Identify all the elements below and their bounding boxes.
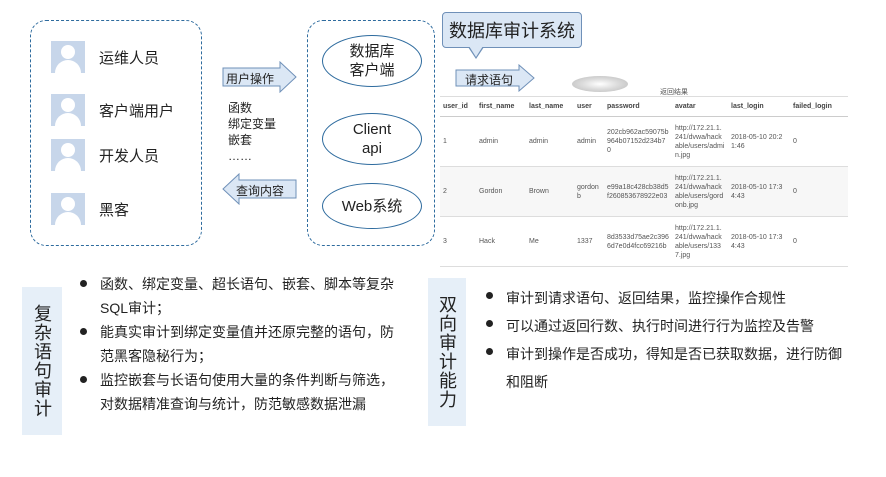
request-statement-label: 请求语句 [465,73,514,87]
bullet-item: 函数、绑定变量、超长语句、嵌套、脚本等复杂SQL审计； [78,272,396,320]
column-header: last_login [728,96,790,117]
user-label: 黑客 [99,201,130,219]
user-client: 客户端用户 [51,94,174,126]
client-box: 数据库 客户端 Client api Web系统 [307,20,435,246]
column-header: last_name [526,96,574,117]
bullet-item: 审计到操作是否成功，得知是否已获取数据，进行防御和阻断 [484,340,844,396]
table-cell: 0 [790,166,848,217]
complex-sql-audit-list: 函数、绑定变量、超长语句、嵌套、脚本等复杂SQL审计； 能真实审计到绑定变量值并… [78,272,396,416]
table-cell: Brown [526,166,574,217]
table-cell: 0 [790,116,848,167]
table-cell: 3 [440,216,476,267]
user-label: 运维人员 [99,49,160,67]
sql-feature-item: 函数 [228,101,253,115]
bullet-item: 能真实审计到绑定变量值并还原完整的语句，防范黑客隐秘行为； [78,320,396,368]
bidirectional-audit-list: 审计到请求语句、返回结果，监控操作合规性 可以通过返回行数、执行时间进行行为监控… [484,284,844,396]
bullet-item: 审计到请求语句、返回结果，监控操作合规性 [484,284,844,312]
sql-feature-list: 函数 绑定变量 嵌套 …… [228,100,276,164]
column-header: failed_login [790,96,848,117]
user-avatar-icon [51,193,85,225]
database-disc-icon [572,76,628,92]
bullet-item: 监控嵌套与长语句使用大量的条件判断与筛选，对数据精准查询与统计，防范敏感数据泄漏 [78,368,396,416]
column-header: first_name [476,96,526,117]
column-header: user_id [440,96,476,117]
table-row: 2 Gordon Brown gordonb e99a18c428cb38d5f… [440,166,848,217]
table-cell: 1 [440,116,476,167]
user-dev: 开发人员 [51,139,159,171]
table-row: 1 admin admin admin 202cb962ac59075b964b… [440,116,848,167]
audit-system-title: 数据库审计系统 [442,12,582,48]
table-cell: admin [476,116,526,167]
column-header: avatar [672,96,728,117]
client-api-node: Client api [322,113,422,165]
column-header: user [574,96,604,117]
table-cell: 8d3533d75ae2c3966d7e0d4fcc69216b [604,216,672,267]
table-cell: 2018-05-10 20:21:46 [728,116,790,167]
table-cell: admin [526,116,574,167]
table-cell: Hack [476,216,526,267]
user-avatar-icon [51,41,85,73]
table-cell: http://172.21.1.241/dvwa/hackable/users/… [672,166,728,217]
sql-feature-item: 绑定变量 [228,117,277,131]
table-cell: e99a18c428cb38d5f260853678922e03 [604,166,672,217]
user-ops: 运维人员 [51,41,159,73]
table-cell: http://172.21.1.241/dvwa/hackable/users/… [672,216,728,267]
bullet-item: 可以通过返回行数、执行时间进行行为监控及告警 [484,312,844,340]
table-cell: 1337 [574,216,604,267]
request-statement-arrow: 请求语句 [455,64,535,92]
left-arrow-icon [222,173,297,205]
table-header-row: user_id first_name last_name user passwo… [440,96,848,117]
result-table: user_id first_name last_name user passwo… [440,96,848,267]
table-cell: 2 [440,166,476,217]
sql-feature-item: 嵌套 [228,133,253,147]
user-hacker: 黑客 [51,193,129,225]
complex-sql-audit-label: 复杂语句审计 [22,287,62,435]
user-label: 客户端用户 [99,102,175,120]
table-cell: admin [574,116,604,167]
db-client-node: 数据库 客户端 [322,35,422,87]
table-cell: 0 [790,216,848,267]
table-row: 3 Hack Me 1337 8d3533d75ae2c3966d7e0d4fc… [440,216,848,267]
table-cell: 202cb962ac59075b964b07152d234b70 [604,116,672,167]
table-cell: Me [526,216,574,267]
table-cell: 2018-05-10 17:34:43 [728,216,790,267]
result-title: 返回结果 [660,89,688,96]
user-operation-arrow: 用户操作 [222,61,297,93]
bidirectional-audit-label: 双向审计能力 [428,278,466,426]
user-operation-label: 用户操作 [226,72,275,86]
web-system-node: Web系统 [322,183,422,229]
table-cell: Gordon [476,166,526,217]
query-content-label: 查询内容 [236,184,285,198]
user-avatar-icon [51,94,85,126]
right-arrow-icon [222,61,297,93]
table-cell: http://172.21.1.241/dvwa/hackable/users/… [672,116,728,167]
table-cell: 2018-05-10 17:34:43 [728,166,790,217]
table-cell: gordonb [574,166,604,217]
callout-tail-inner [469,46,483,57]
sql-feature-item: …… [228,149,252,163]
right-arrow-icon [455,64,535,92]
user-avatar-icon [51,139,85,171]
users-box: 运维人员 客户端用户 开发人员 黑客 [30,20,202,246]
column-header: password [604,96,672,117]
user-label: 开发人员 [99,147,160,165]
query-content-arrow: 查询内容 [222,173,297,205]
